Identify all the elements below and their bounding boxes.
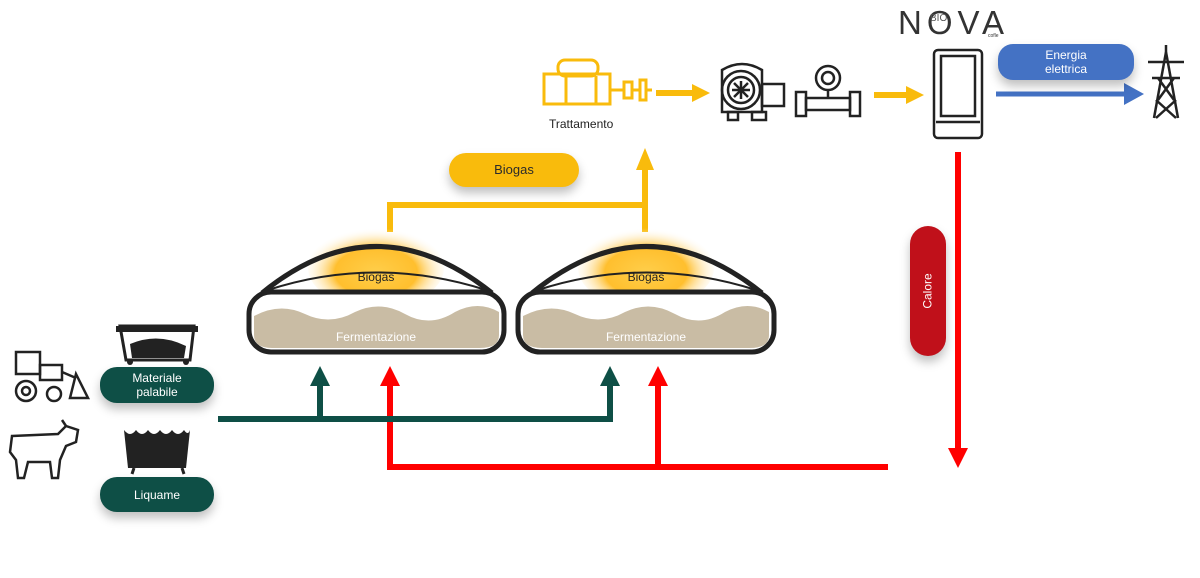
feed-arrow-tank2: [600, 366, 620, 386]
energy-label-line2: elettrica: [1044, 62, 1088, 76]
flow-meter-icon: [794, 64, 862, 118]
solid-feed-pill: Materiale palabile: [100, 367, 214, 403]
logo-inner: BIO: [930, 13, 948, 24]
heat-lines: [380, 152, 968, 470]
solid-hopper-icon: [116, 324, 198, 365]
power-pylon-icon: [1148, 45, 1184, 119]
logo-tiny: cofle: [988, 33, 999, 39]
biogas-pill: Biogas: [449, 153, 579, 187]
blower-icon: [720, 62, 786, 122]
nova-bio-logo: NOVA BIO cofle: [898, 4, 1016, 41]
solid-feed-line2: palabile: [136, 385, 178, 399]
feed-arrow-tank1: [310, 366, 330, 386]
cow-icon: [8, 419, 80, 480]
tank1-gas-label: Biogas: [357, 270, 395, 284]
arrow-to-blower: [692, 84, 710, 102]
heat-down-arrow: [948, 448, 968, 468]
tractor-icon: [14, 350, 91, 403]
digester-tank-1: [246, 228, 507, 355]
feed-lines: [218, 366, 620, 422]
electricity-line: [996, 83, 1144, 105]
solid-feed-line1: Materiale: [132, 371, 182, 385]
slurry-tank-icon: [124, 428, 190, 475]
biogas-up-arrow: [636, 148, 654, 170]
heat-label: Calore: [920, 273, 935, 309]
slurry-label: Liquame: [133, 487, 181, 502]
digester-tank-2: [515, 228, 777, 355]
energy-label-line1: Energia: [1045, 48, 1087, 62]
logo-word: NOVA: [898, 4, 1010, 41]
heat-pill: Calore: [910, 226, 946, 356]
tank2-fermentation-label: Fermentazione: [605, 330, 687, 344]
gas-treatment-icon: [542, 58, 652, 106]
arrow-to-chp: [906, 86, 924, 104]
biogas-pill-label: Biogas: [494, 162, 534, 177]
treatment-label: Trattamento: [549, 117, 614, 131]
heat-arrow-tank1: [380, 366, 400, 386]
slurry-pill: Liquame: [100, 477, 214, 512]
energy-pill: Energia elettrica: [998, 44, 1134, 80]
tank2-gas-label: Biogas: [627, 270, 665, 284]
heat-arrow-tank2: [648, 366, 668, 386]
chp-unit-icon: [932, 48, 984, 140]
tank1-fermentation-label: Fermentazione: [335, 330, 417, 344]
biogas-pipes: [387, 84, 924, 232]
